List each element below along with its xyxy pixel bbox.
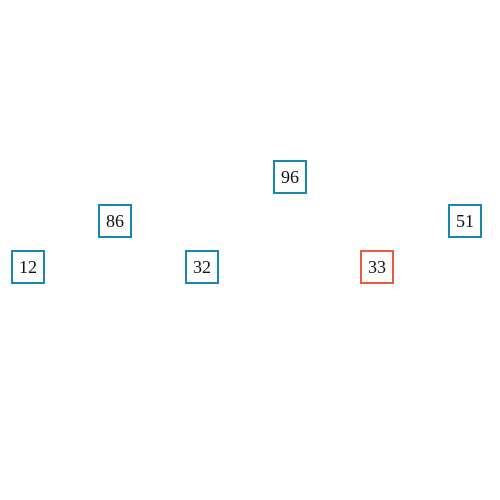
tree-node-root: 96 — [273, 160, 307, 194]
tree-node-left-left: 12 — [11, 250, 45, 284]
tree-node-left-right: 32 — [185, 250, 219, 284]
tree-node-right: 51 — [448, 204, 482, 238]
tree-node-right-left-highlighted: 33 — [360, 250, 394, 284]
tree-node-left: 86 — [98, 204, 132, 238]
